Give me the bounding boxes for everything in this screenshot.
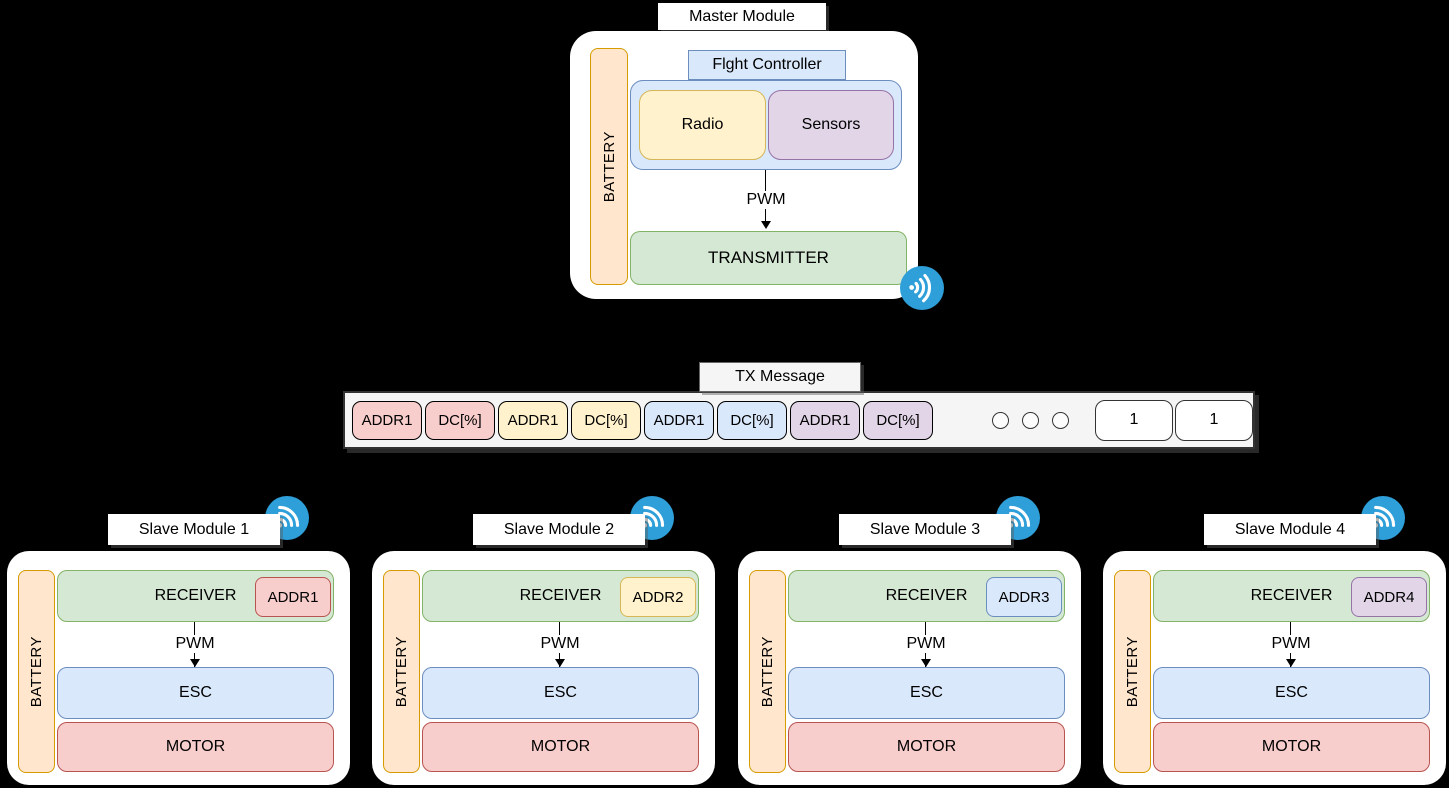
- battery-label: BATTERY: [28, 635, 45, 708]
- motor-label: MOTOR: [165, 738, 226, 755]
- pwm-arrowhead: [190, 659, 200, 667]
- slave-module-title: Slave Module 1: [108, 514, 280, 545]
- wifi-icon: [900, 266, 944, 310]
- receiver-address-block: ADDR2: [620, 577, 696, 617]
- motor-block: MOTOR: [1153, 722, 1430, 772]
- flight-controller-title-text: Flght Controller: [712, 56, 822, 73]
- esc-block: ESC: [57, 667, 334, 719]
- tx-field-yellow-addr1: ADDR1: [498, 400, 568, 440]
- master-battery-block: BATTERY: [590, 48, 628, 285]
- receiver-address-label: ADDR4: [1363, 588, 1415, 606]
- transmitter-label: TRANSMITTER: [708, 248, 829, 267]
- master-pwm-arrowhead: [761, 221, 771, 229]
- slave-module-title-text: Slave Module 1: [138, 520, 250, 538]
- pwm-label: PWM: [1267, 635, 1315, 653]
- receiver-label: RECEIVER: [519, 587, 602, 604]
- slave-module-body: BATTERY RECEIVER ADDR3 PWM ESC MOTOR: [738, 551, 1081, 785]
- receiver-label: RECEIVER: [154, 587, 237, 604]
- battery-label: BATTERY: [1124, 635, 1141, 708]
- slave-module-title-text: Slave Module 3: [869, 520, 981, 538]
- esc-block: ESC: [1153, 667, 1430, 719]
- slave-module-body: BATTERY RECEIVER ADDR4 PWM ESC MOTOR: [1103, 551, 1446, 785]
- transmitter-block: TRANSMITTER: [630, 231, 907, 285]
- tx-field-blue-dc: DC[%]: [717, 400, 787, 440]
- pwm-arrowhead: [1286, 659, 1296, 667]
- tx-field-purple-dc: DC[%]: [863, 400, 933, 440]
- motor-label: MOTOR: [896, 738, 957, 755]
- sensors-block: Sensors: [768, 90, 894, 160]
- pwm-arrowhead: [921, 659, 931, 667]
- tx-field-blue-addr1: ADDR1: [644, 400, 714, 440]
- pwm-label: PWM: [902, 635, 950, 653]
- receiver-address-block: ADDR4: [1351, 577, 1427, 617]
- receiver-address-label: ADDR1: [267, 588, 319, 606]
- battery-block: BATTERY: [749, 570, 786, 773]
- slave-module-4: Slave Module 4 BATTERY RECEIVER ADDR4 PW…: [1103, 496, 1446, 788]
- battery-label: BATTERY: [759, 635, 776, 708]
- slave-module-title-text: Slave Module 4: [1234, 520, 1346, 538]
- pwm-arrowhead: [555, 659, 565, 667]
- slave-module-title: Slave Module 4: [1204, 514, 1376, 545]
- master-pwm-label: PWM: [742, 191, 790, 209]
- esc-block: ESC: [788, 667, 1065, 719]
- pwm-label: PWM: [536, 635, 584, 653]
- battery-block: BATTERY: [1114, 570, 1151, 773]
- master-module-title: Master Module: [658, 3, 826, 30]
- tx-ellipsis-circle: [1052, 411, 1069, 429]
- battery-label: BATTERY: [393, 635, 410, 708]
- esc-label: ESC: [1275, 684, 1308, 701]
- motor-label: MOTOR: [530, 738, 591, 755]
- tx-message-title-text: TX Message: [735, 368, 825, 385]
- slave-module-1: Slave Module 1 BATTERY RECEIVER ADDR1 PW…: [7, 496, 350, 788]
- radio-block: Radio: [639, 90, 766, 160]
- tx-field-yellow-dc: DC[%]: [571, 400, 641, 440]
- receiver-address-block: ADDR3: [986, 577, 1062, 617]
- motor-block: MOTOR: [57, 722, 334, 772]
- tx-tail-field: 1: [1175, 399, 1253, 441]
- radio-label: Radio: [681, 116, 724, 133]
- battery-block: BATTERY: [18, 570, 55, 773]
- receiver-label: RECEIVER: [885, 587, 968, 604]
- tx-ellipsis-circle: [1022, 411, 1039, 429]
- tx-field-red-dc: DC[%]: [425, 400, 495, 440]
- tx-message-title: TX Message: [699, 362, 861, 392]
- receiver-address-label: ADDR2: [632, 588, 684, 606]
- motor-block: MOTOR: [788, 722, 1065, 772]
- esc-block: ESC: [422, 667, 699, 719]
- slave-module-2: Slave Module 2 BATTERY RECEIVER ADDR2 PW…: [372, 496, 715, 788]
- master-wifi-slot: [900, 266, 944, 310]
- receiver-address-block: ADDR1: [255, 577, 331, 617]
- pwm-label: PWM: [171, 635, 219, 653]
- receiver-address-label: ADDR3: [998, 588, 1050, 606]
- slave-module-title-text: Slave Module 2: [503, 520, 615, 538]
- battery-block: BATTERY: [383, 570, 420, 773]
- motor-block: MOTOR: [422, 722, 699, 772]
- receiver-label: RECEIVER: [1250, 587, 1333, 604]
- slave-module-body: BATTERY RECEIVER ADDR2 PWM ESC MOTOR: [372, 551, 715, 785]
- tx-field-purple-addr1: ADDR1: [790, 400, 860, 440]
- esc-label: ESC: [910, 684, 943, 701]
- flight-controller-title: Flght Controller: [688, 50, 846, 80]
- slave-module-body: BATTERY RECEIVER ADDR1 PWM ESC MOTOR: [7, 551, 350, 785]
- master-module-title-text: Master Module: [689, 7, 795, 25]
- tx-ellipsis-circle: [992, 411, 1009, 429]
- master-battery-label: BATTERY: [600, 130, 618, 203]
- slave-module-title: Slave Module 3: [839, 514, 1011, 545]
- esc-label: ESC: [544, 684, 577, 701]
- tx-field-red-addr1: ADDR1: [352, 400, 422, 440]
- tx-tail-field: 1: [1095, 399, 1173, 441]
- esc-label: ESC: [179, 684, 212, 701]
- sensors-label: Sensors: [801, 116, 861, 133]
- slave-module-title: Slave Module 2: [473, 514, 645, 545]
- motor-label: MOTOR: [1261, 738, 1322, 755]
- slave-module-3: Slave Module 3 BATTERY RECEIVER ADDR3 PW…: [738, 496, 1081, 788]
